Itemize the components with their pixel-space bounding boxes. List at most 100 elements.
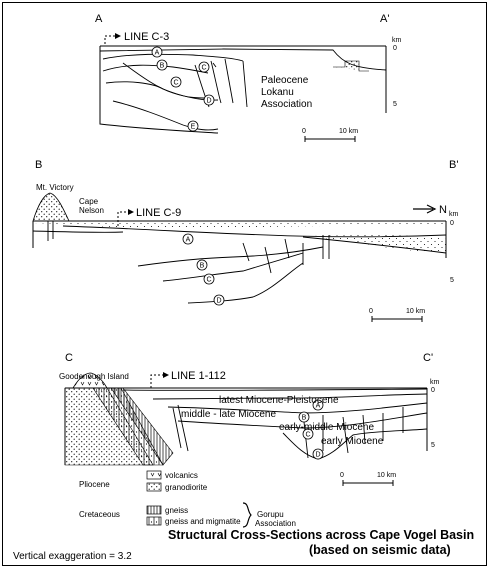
horizon-label: A bbox=[155, 50, 160, 57]
section-b-faults bbox=[242, 235, 330, 274]
section-a-start-label: A bbox=[95, 13, 103, 25]
scale-end: 10 km bbox=[406, 308, 425, 315]
horizon-label: D bbox=[216, 298, 221, 305]
horizon-label: E bbox=[191, 124, 196, 131]
section-c-scale-bar: 0 10 km bbox=[340, 472, 396, 486]
section-a-line-arrow bbox=[115, 33, 121, 39]
section-c-end-label: C' bbox=[423, 352, 433, 364]
section-a-horizon-e bbox=[112, 100, 219, 131]
north-arrow-icon bbox=[413, 204, 437, 214]
section-b-start-label: B bbox=[35, 159, 42, 171]
legend-association-line1: Gorupu bbox=[257, 510, 284, 519]
scale-start: 0 bbox=[369, 308, 373, 315]
section-c-unit-middle-late-miocene: middle - late Miocene bbox=[181, 409, 276, 420]
section-c-depth-unit: km bbox=[430, 379, 440, 386]
section-a-horizon-d bbox=[122, 62, 209, 99]
section-b-depth-5: 5 bbox=[450, 277, 454, 284]
section-a-volcanic-patch bbox=[333, 60, 369, 72]
section-c-horizon-d bbox=[282, 428, 428, 460]
section-a-scale-bar: 0 10 km bbox=[302, 128, 358, 142]
horizon-label: A bbox=[186, 237, 191, 244]
vertical-exaggeration-note: Vertical exaggeration = 3.2 bbox=[13, 551, 132, 562]
section-b-place-cape: Cape bbox=[79, 197, 99, 206]
section-c-volcano bbox=[72, 372, 108, 389]
section-c-unit-early-miocene: early Miocene bbox=[321, 436, 384, 447]
section-a-left-edge bbox=[99, 46, 219, 134]
horizon-label: C bbox=[305, 432, 310, 439]
section-b-scale-bar: 0 10 km bbox=[369, 308, 425, 322]
section-c-horizon-c bbox=[177, 412, 428, 429]
section-a-depth-0: 0 bbox=[393, 45, 397, 52]
section-b-depth-unit: km bbox=[449, 211, 459, 218]
section-b-place-nelson: Nelson bbox=[79, 206, 104, 215]
legend: Pliocene Cretaceous volcanics granodiori… bbox=[79, 470, 296, 528]
section-c-depth-5: 5 bbox=[431, 442, 435, 449]
horizon-label: B bbox=[302, 415, 307, 422]
section-b-upper-wedge bbox=[33, 221, 446, 229]
section-c: C C' Goodenough Island LINE 1-112 km 0 5… bbox=[59, 352, 440, 486]
section-a: A A' km 0 5 LINE C-3 A B C D E bbox=[95, 13, 402, 142]
section-c-horizon-a bbox=[152, 393, 428, 400]
legend-gneiss-migmatite-label: gneiss and migmatite bbox=[165, 517, 241, 526]
section-b-horizon-d bbox=[187, 262, 304, 304]
scale-end: 10 km bbox=[339, 128, 358, 135]
section-c-depth-0: 0 bbox=[431, 387, 435, 394]
section-a-horizon-labels: A B C D E C bbox=[151, 46, 215, 132]
section-b-horizon-labels: A B C D bbox=[182, 233, 225, 306]
section-c-horizon-labels: A B C D bbox=[298, 399, 324, 460]
section-b-end-label: B' bbox=[449, 159, 458, 171]
horizon-label: D bbox=[206, 98, 211, 105]
horizon-label: C bbox=[201, 65, 206, 72]
cross-section-figure: A A' km 0 5 LINE C-3 A B C D E bbox=[2, 2, 487, 566]
legend-gneiss-label: gneiss bbox=[165, 506, 188, 515]
legend-volcanics-swatch bbox=[146, 470, 162, 480]
legend-gneiss-swatch bbox=[146, 505, 162, 515]
section-a-end-label: A' bbox=[380, 13, 389, 25]
section-c-line-label: LINE 1-112 bbox=[171, 370, 226, 382]
section-a-unit-line2: Lokanu bbox=[261, 87, 294, 98]
horizon-label: A bbox=[316, 403, 321, 410]
legend-brace-icon bbox=[242, 502, 252, 528]
section-b-horizon-b bbox=[137, 246, 324, 267]
section-a-unit-line1: Paleocene bbox=[261, 75, 309, 86]
section-b-line-arrow bbox=[128, 209, 134, 215]
scale-start: 0 bbox=[340, 472, 344, 479]
legend-volcanics-label: volcanics bbox=[165, 471, 198, 480]
section-c-start-label: C bbox=[65, 352, 73, 364]
section-b-depth-0: 0 bbox=[450, 220, 454, 227]
horizon-label: C bbox=[173, 80, 178, 87]
section-c-line-marker bbox=[150, 374, 163, 388]
section-a-faults bbox=[194, 58, 248, 108]
legend-granodiorite-label: granodiorite bbox=[165, 483, 208, 492]
section-b: B B' Mt. Victory Cape Nelson LINE C-9 N … bbox=[32, 159, 459, 322]
horizon-label: B bbox=[160, 63, 165, 70]
horizon-label: B bbox=[200, 263, 205, 270]
section-a-unit-line3: Association bbox=[261, 99, 312, 110]
section-b-north-label: N bbox=[439, 204, 447, 216]
section-a-horizon-a bbox=[102, 53, 244, 62]
horizon-label: C bbox=[206, 277, 211, 284]
section-c-unit-early-middle-miocene: early-middle Miocene bbox=[279, 422, 374, 433]
legend-pliocene: Pliocene bbox=[79, 480, 110, 489]
legend-association-line2: Association bbox=[255, 519, 296, 528]
section-b-mt-victory-volcano bbox=[32, 192, 70, 222]
figure-subtitle: (based on seismic data) bbox=[309, 543, 451, 557]
section-c-seafloor bbox=[122, 388, 428, 391]
scale-end: 10 km bbox=[377, 472, 396, 479]
section-b-place-mt-victory: Mt. Victory bbox=[36, 183, 74, 192]
section-b-horizon-c bbox=[162, 252, 304, 282]
section-b-line-label: LINE C-9 bbox=[136, 207, 181, 219]
section-c-line-arrow bbox=[163, 372, 169, 378]
section-b-left-horizon bbox=[32, 230, 124, 233]
legend-gneiss-migmatite-swatch bbox=[146, 516, 162, 526]
legend-cretaceous: Cretaceous bbox=[79, 510, 120, 519]
scale-start: 0 bbox=[302, 128, 306, 135]
figure-title: Structural Cross-Sections across Cape Vo… bbox=[168, 528, 474, 542]
horizon-label: D bbox=[315, 452, 320, 459]
section-a-depth-unit: km bbox=[392, 37, 402, 44]
section-a-line-label: LINE C-3 bbox=[124, 31, 169, 43]
section-a-line-marker bbox=[104, 35, 115, 44]
section-b-right-horizon bbox=[302, 236, 447, 254]
cross-section-drawing: A A' km 0 5 LINE C-3 A B C D E bbox=[13, 13, 474, 562]
section-a-depth-5: 5 bbox=[393, 101, 397, 108]
